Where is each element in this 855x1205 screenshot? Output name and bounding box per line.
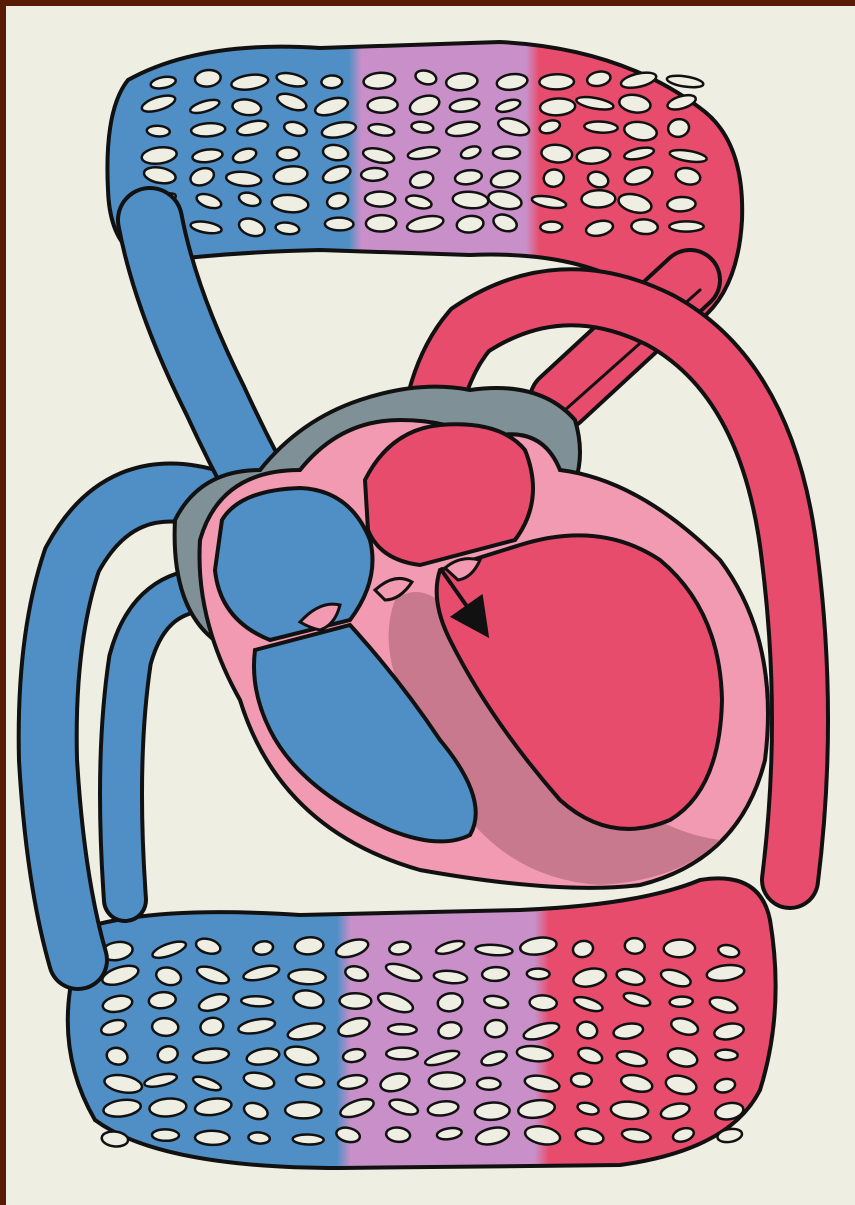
- left-atrium: [365, 424, 533, 565]
- capillary-gap: [664, 939, 696, 957]
- capillary-gap: [584, 121, 618, 134]
- capillary-gap: [366, 215, 397, 232]
- capillary-gap: [477, 1078, 501, 1090]
- capillary-gap: [388, 1024, 417, 1035]
- capillary-gap: [293, 1134, 324, 1145]
- capillary-gap: [288, 969, 326, 985]
- capillary-gap: [484, 1019, 508, 1038]
- capillary-gap: [540, 221, 562, 233]
- capillary-gap: [321, 75, 342, 88]
- capillary-gap: [367, 97, 398, 113]
- capillary-gap: [482, 967, 509, 982]
- capillary-gap: [277, 147, 299, 160]
- capillary-gap: [248, 1132, 270, 1145]
- capillary-gap: [365, 191, 396, 206]
- right-atrium: [215, 488, 373, 640]
- lower-capillary-bed: [68, 878, 776, 1168]
- capillary-gap: [581, 190, 615, 208]
- capillary-gap: [539, 74, 574, 90]
- capillary-gap: [195, 1130, 230, 1145]
- capillary-gap: [715, 1049, 738, 1060]
- capillary-gap: [361, 167, 388, 181]
- capillary-gap: [285, 1102, 322, 1119]
- capillary-gap: [529, 995, 557, 1011]
- capillary-gap: [493, 146, 520, 158]
- capillary-gap: [669, 996, 693, 1007]
- capillary-gap: [386, 1047, 418, 1059]
- capillary-gap: [571, 1073, 593, 1088]
- capillary-gap: [669, 221, 703, 231]
- capillary-gap: [667, 196, 696, 212]
- capillary-gap: [624, 938, 645, 955]
- capillary-gap: [152, 1129, 179, 1141]
- capillary-gap: [152, 1017, 179, 1036]
- capillary-gap: [241, 996, 273, 1007]
- capillary-gap: [540, 98, 576, 117]
- capillary-gap: [474, 1102, 510, 1121]
- capillary-gap: [325, 217, 354, 230]
- capillary-gap: [527, 968, 550, 979]
- capillary-gap: [429, 1072, 465, 1089]
- capillary-gap: [339, 993, 371, 1009]
- capillary-gap: [631, 219, 658, 235]
- capillary-gap: [146, 125, 170, 137]
